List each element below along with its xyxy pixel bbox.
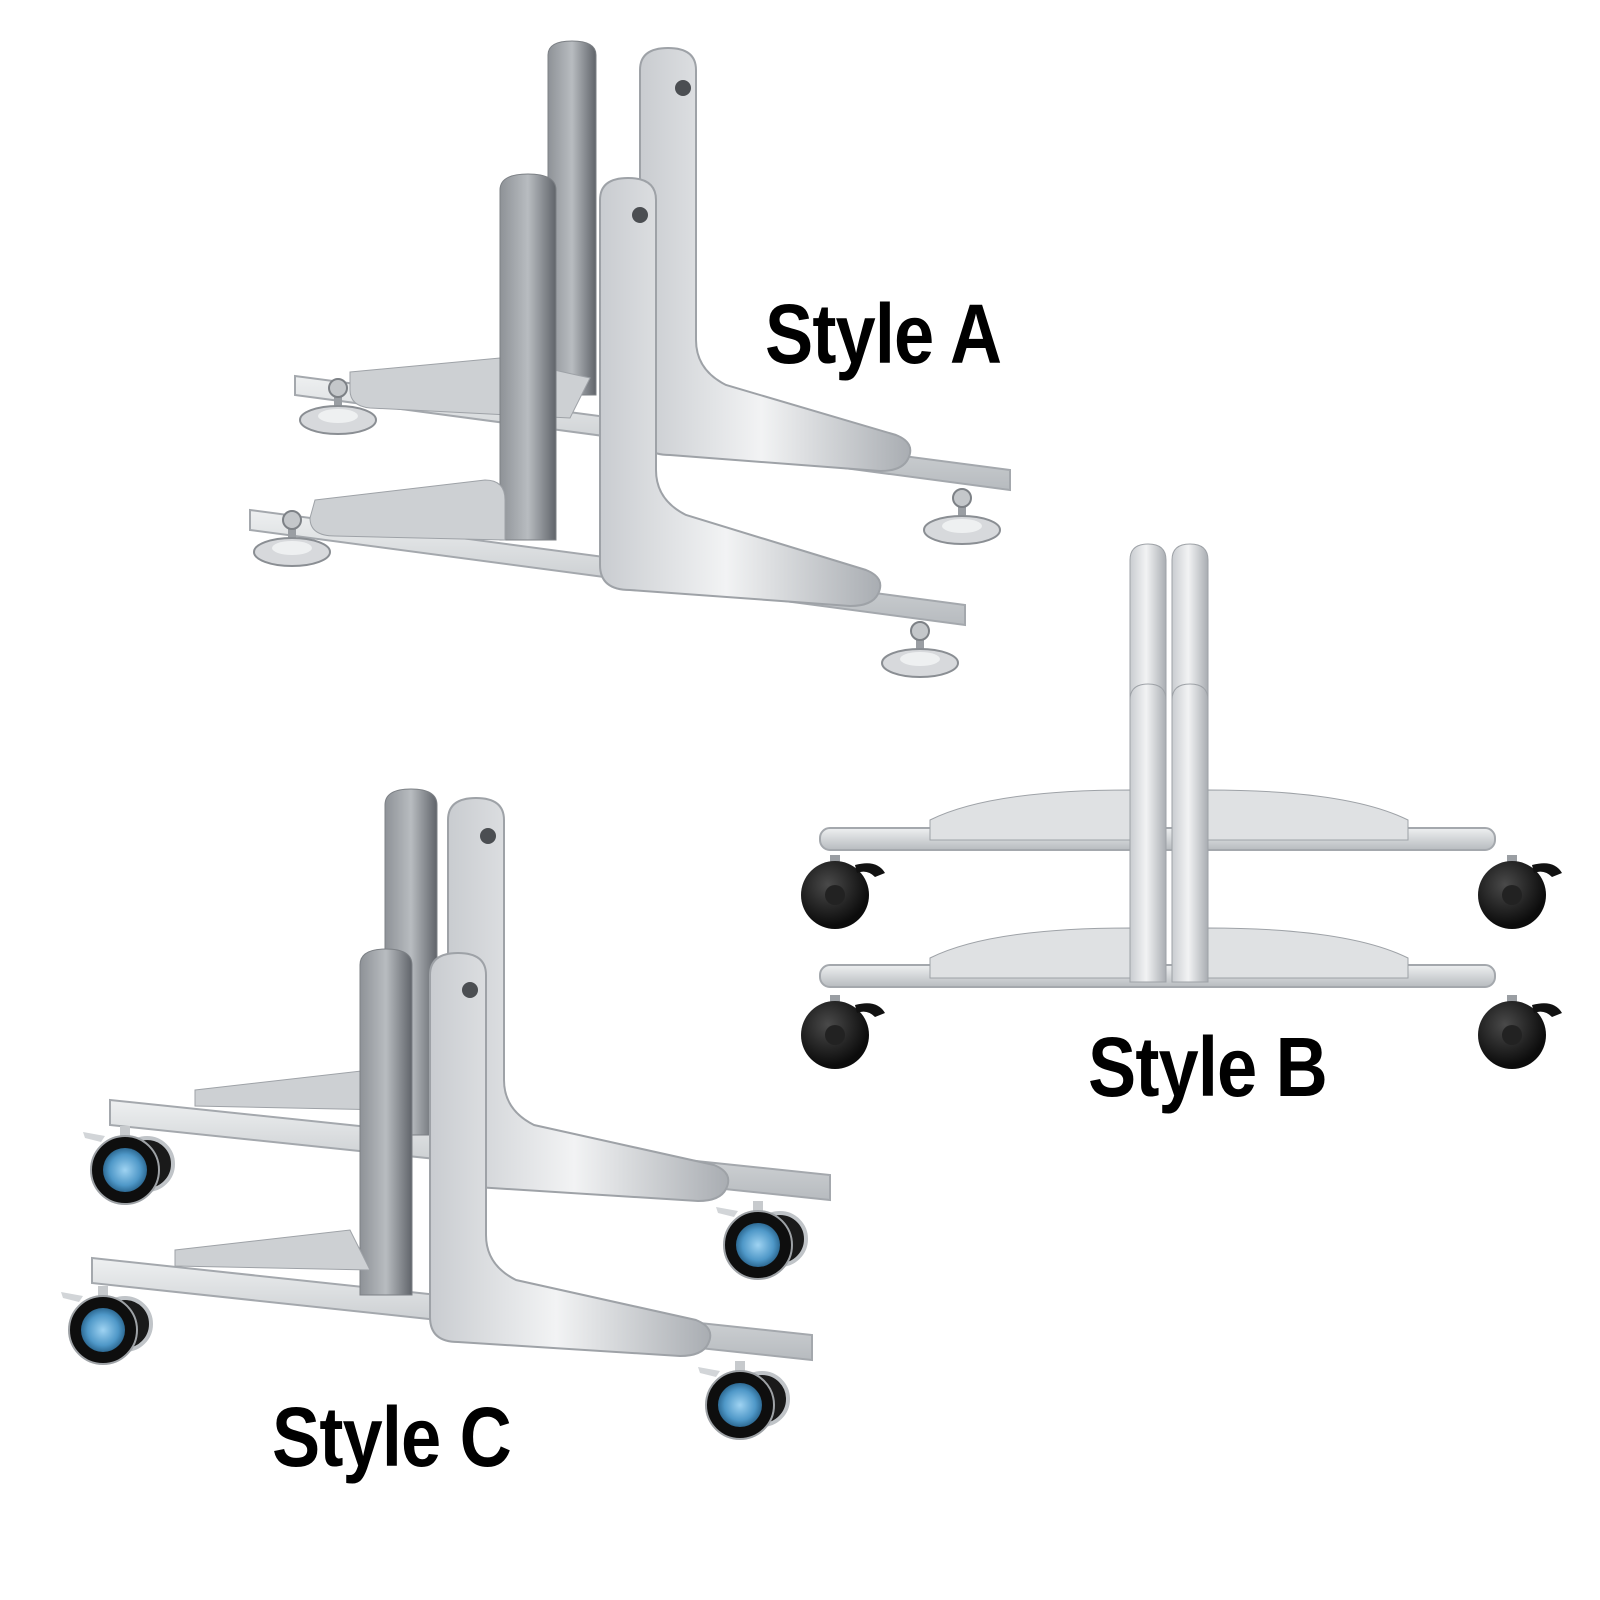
style-b-stand — [801, 543, 1562, 1069]
style-b-label: Style B — [1088, 1020, 1328, 1114]
style-c-stand — [59, 788, 831, 1441]
style-a-stand — [249, 40, 1011, 678]
style-a-label: Style A — [765, 287, 1002, 381]
style-c-label: Style C — [272, 1390, 512, 1484]
